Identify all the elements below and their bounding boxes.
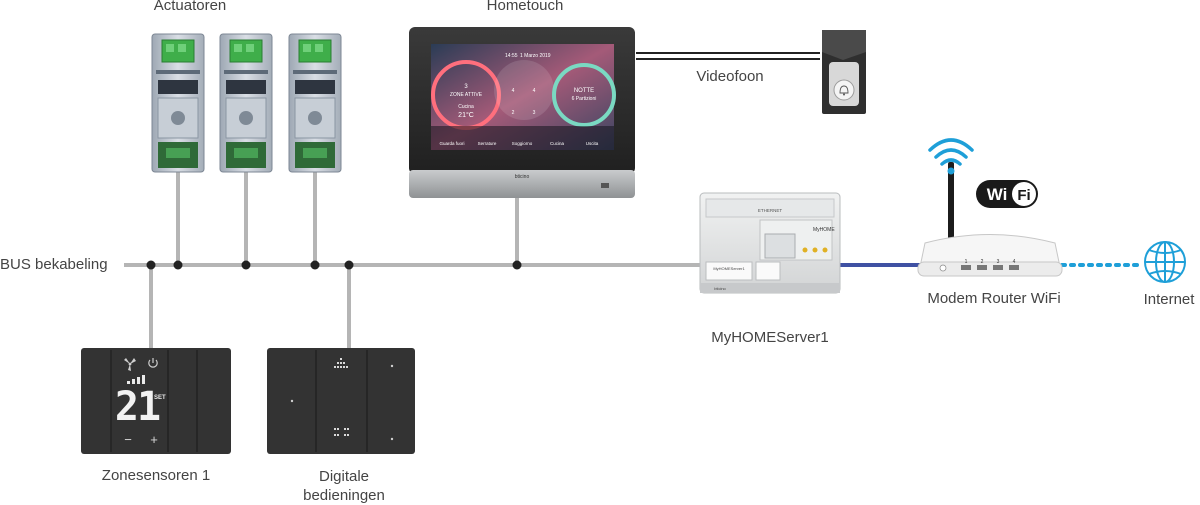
label-actuators: Actuatoren bbox=[153, 0, 227, 14]
junction-dot bbox=[241, 260, 251, 270]
wifi-router: 1 2 3 4 bbox=[917, 162, 1063, 277]
globe-icon bbox=[1144, 241, 1186, 283]
zone-sensor-thermostat: 21 SET − + bbox=[81, 348, 231, 454]
label-digital-controls-line2: bedieningen bbox=[303, 487, 385, 504]
server-device-label: MyHOMEServer1 bbox=[713, 266, 745, 271]
label-server: MyHOMEServer1 bbox=[711, 329, 829, 346]
svg-text:Fi: Fi bbox=[1017, 187, 1030, 204]
label-bus: BUS bekabeling bbox=[0, 256, 108, 273]
svg-text:2: 2 bbox=[981, 259, 984, 265]
svg-text:Soggiorno: Soggiorno bbox=[512, 141, 533, 146]
server-top-text: ETHERNET bbox=[758, 208, 783, 213]
thermostat-plus: + bbox=[150, 432, 158, 447]
label-digital-controls: Digitale bedieningen bbox=[274, 467, 414, 505]
actuator-module-2 bbox=[219, 33, 273, 173]
svg-text:3: 3 bbox=[464, 84, 468, 90]
hometouch-panel: 14:55 1 Marzo 2019 3 ZONE ATTIVE Cucina … bbox=[409, 27, 635, 198]
svg-text:Uscita: Uscita bbox=[586, 141, 599, 146]
wifi-badge: Wi Fi bbox=[976, 180, 1038, 208]
wifi-icon bbox=[928, 138, 974, 175]
svg-text:Guarda fuori: Guarda fuori bbox=[439, 141, 464, 146]
hometouch-tile-middle bbox=[494, 60, 554, 120]
myhome-server: ETHERNET MyHOME MyHOMEServer1 bticino bbox=[699, 192, 841, 294]
junction-dot bbox=[146, 260, 156, 270]
svg-text:NOTTE: NOTTE bbox=[574, 88, 594, 94]
svg-text:4: 4 bbox=[1013, 259, 1016, 265]
thermostat-minus: − bbox=[124, 432, 132, 447]
svg-text:4: 4 bbox=[512, 88, 515, 94]
svg-text:Wi: Wi bbox=[987, 185, 1008, 204]
videophone-unit bbox=[822, 30, 866, 114]
hometouch-tile-right bbox=[552, 63, 616, 127]
label-modem: Modem Router WiFi bbox=[927, 290, 1061, 307]
svg-text:Cucina: Cucina bbox=[458, 104, 474, 110]
svg-text:ZONE ATTIVE: ZONE ATTIVE bbox=[450, 92, 483, 98]
hometouch-date: 1 Marzo 2019 bbox=[520, 53, 551, 59]
digital-controls bbox=[267, 348, 415, 454]
server-brand-text: MyHOME bbox=[813, 227, 835, 233]
svg-text:21°C: 21°C bbox=[458, 111, 474, 119]
junction-dot bbox=[173, 260, 183, 270]
svg-text:4: 4 bbox=[533, 88, 536, 94]
junction-dot bbox=[310, 260, 320, 270]
actuator-module-3 bbox=[288, 33, 342, 173]
svg-text:2: 2 bbox=[512, 110, 515, 116]
bus-wiring bbox=[124, 52, 1144, 350]
label-digital-controls-line1: Digitale bbox=[318, 468, 370, 485]
power-icon bbox=[148, 358, 158, 368]
svg-text:Cucina: Cucina bbox=[550, 141, 565, 146]
thermostat-value: 21 bbox=[115, 384, 160, 430]
svg-text:3: 3 bbox=[533, 110, 536, 116]
label-internet: Internet bbox=[1143, 291, 1195, 308]
label-hometouch: Hometouch bbox=[486, 0, 564, 14]
svg-text:6 Partizioni: 6 Partizioni bbox=[572, 96, 597, 102]
doorbell-icon bbox=[839, 85, 849, 96]
svg-text:1: 1 bbox=[965, 259, 968, 265]
server-logo: bticino bbox=[714, 286, 726, 291]
svg-text:Serrature: Serrature bbox=[478, 141, 497, 146]
thermostat-set-label: SET bbox=[154, 395, 166, 401]
svg-text:3: 3 bbox=[997, 259, 1000, 265]
hometouch-time: 14:55 bbox=[505, 53, 518, 59]
actuator-module-1 bbox=[151, 33, 205, 173]
junction-dot bbox=[344, 260, 354, 270]
label-videophone: Videofoon bbox=[696, 68, 764, 85]
junction-dot bbox=[512, 260, 522, 270]
fan-icon bbox=[124, 358, 136, 371]
hometouch-brand: bticino bbox=[515, 174, 530, 180]
label-zone-sensors: Zonesensoren 1 bbox=[101, 467, 211, 484]
